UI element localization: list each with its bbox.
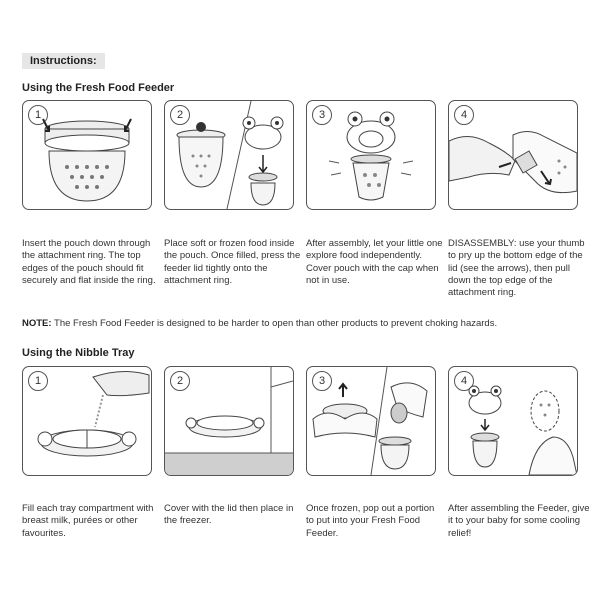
step-number: 2 xyxy=(170,105,190,125)
section-title-feeder: Using the Fresh Food Feeder xyxy=(22,82,175,94)
feeder-step-4-panel: 4 xyxy=(448,100,578,210)
tray-step-2-caption: Cover with the lid then place in the fre… xyxy=(164,503,294,527)
tray-step-3-caption: Once frozen, pop out a portion to put in… xyxy=(306,503,435,539)
choking-note: NOTE: The Fresh Food Feeder is designed … xyxy=(22,318,497,329)
disassembly-label: DISASSEMBLY: xyxy=(448,238,517,249)
feeder-step-4-caption: DISASSEMBLY: use your thumb to pry up th… xyxy=(448,238,590,299)
tray-step-4-panel: 4 xyxy=(448,366,578,476)
feeder-step-2-panel: 2 xyxy=(164,100,294,210)
disassembly-text: use your thumb to pry up the bottom edge… xyxy=(448,238,585,299)
tray-step-1-caption: Fill each tray compartment with breast m… xyxy=(22,503,154,539)
feeder-step-3-panel: 3 xyxy=(306,100,436,210)
step-number: 1 xyxy=(28,371,48,391)
pop-out-portion-illustration xyxy=(312,367,428,475)
tray-step-2-panel: 2 xyxy=(164,366,294,476)
step-number: 2 xyxy=(170,371,190,391)
cooling-relief-illustration xyxy=(468,385,577,475)
instructions-label: Instructions: xyxy=(22,53,105,69)
step-number: 3 xyxy=(312,105,332,125)
step-number: 4 xyxy=(454,371,474,391)
tray-step-3-panel: 3 xyxy=(306,366,436,476)
assembled-feeder-illustration xyxy=(328,111,414,201)
pouch-ring-illustration xyxy=(42,118,132,202)
tray-step-4-caption: After assembling the Feeder, give it to … xyxy=(448,503,590,539)
step-number: 4 xyxy=(454,105,474,125)
step-number: 3 xyxy=(312,371,332,391)
note-text: The Fresh Food Feeder is designed to be … xyxy=(51,318,498,329)
feeder-step-1-panel: 1 xyxy=(22,100,152,210)
section-title-nibble-tray: Using the Nibble Tray xyxy=(22,347,135,359)
fill-pouch-illustration xyxy=(176,101,284,209)
tray-step-1-panel: 1 xyxy=(22,366,152,476)
fill-tray-illustration xyxy=(37,371,150,457)
feeder-step-2-caption: Place soft or frozen food inside the pou… xyxy=(164,238,301,286)
feeder-step-3-caption: After assembly, let your little one expl… xyxy=(306,238,443,286)
freezer-tray-illustration xyxy=(165,367,293,475)
disassembly-hands-illustration xyxy=(449,131,577,194)
feeder-step-1-caption: Insert the pouch down through the attach… xyxy=(22,238,156,286)
note-label: NOTE: xyxy=(22,318,52,329)
